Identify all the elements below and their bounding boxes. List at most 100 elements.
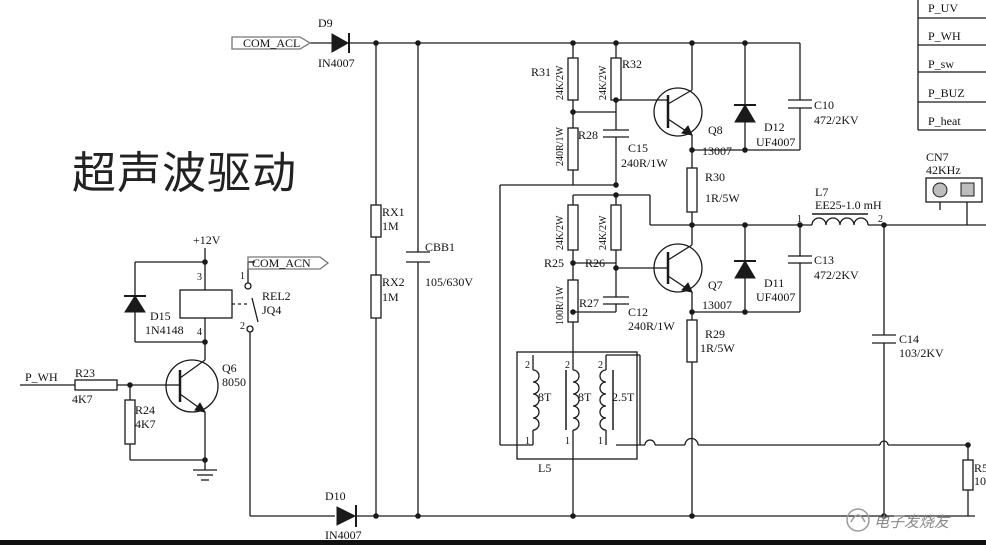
net-com-acn: COM_ACN [247,256,330,270]
svg-text:8050: 8050 [222,375,246,389]
svg-text:CN7: CN7 [926,150,949,164]
transistor-q7: Q7 13007 [652,243,732,312]
page-title: 超声波驱动 [72,148,297,199]
svg-text:13007: 13007 [702,298,732,312]
bottom-border [0,540,986,545]
resistor-rx1: RX1 1M [370,204,405,238]
resistor-r30: R30 1R/5W [686,167,740,213]
svg-text:R30: R30 [705,170,725,184]
svg-text:C12: C12 [628,305,648,319]
svg-text:D15: D15 [150,309,171,323]
resistor-r29: R29 1R/5W [686,319,735,363]
svg-text:2: 2 [565,360,570,371]
svg-text:R24: R24 [135,403,155,417]
svg-text:1N4148: 1N4148 [145,323,184,337]
svg-text:R31: R31 [531,65,551,79]
resistor-r25: R25 24K/2W [544,204,579,270]
capacitor-cbb1: CBB1 105/630V [406,240,473,289]
svg-text:RX2: RX2 [382,275,405,289]
svg-text:IN4007: IN4007 [325,528,362,542]
svg-text:1: 1 [525,436,530,447]
capacitor-c15: C15 240R/1W [621,141,668,170]
transformer-l5: 8T 8T 2.5T 2 2 2 1 1 1 L5 [516,351,640,475]
svg-text:Q6: Q6 [222,361,237,375]
diode-d12: D12 UF4007 [734,104,795,149]
relay-rel2: 3 4 1 2 REL2 JQ4 [179,271,291,338]
svg-text:8T: 8T [578,390,592,404]
svg-text:240R/1W: 240R/1W [628,319,675,333]
svg-text:472/2KV: 472/2KV [814,113,859,127]
svg-text:1: 1 [240,271,245,282]
net-p-wh: P_WH [928,29,961,43]
svg-text:105/630V: 105/630V [425,275,473,289]
svg-text:UF4007: UF4007 [756,290,795,304]
svg-text:COM_ACN: COM_ACN [252,256,311,270]
ground-symbol [193,469,217,481]
resistor-r32: R32 24K/2W [598,57,642,101]
svg-text:C14: C14 [899,332,919,346]
svg-text:1: 1 [797,214,802,225]
svg-text:472/2KV: 472/2KV [814,268,859,282]
transistor-q6: Q6 8050 [165,359,246,413]
diode-d15: D15 1N4148 [124,295,184,337]
net-com-acl: COM_ACL [231,36,312,50]
resistor-r28: R28 240R/1W [555,127,598,171]
diode-d10: D10 IN4007 [325,489,362,542]
net-vcc: +12V [193,233,221,247]
svg-text:R32: R32 [622,57,642,71]
svg-text:R29: R29 [705,327,725,341]
diode-d11: D11 UF4007 [734,260,795,304]
svg-text:RX1: RX1 [382,205,405,219]
capacitor-c10: C10 472/2KV [788,98,859,127]
svg-text:L7: L7 [815,185,828,199]
capacitor-c13: C13 472/2KV [788,253,859,282]
svg-text:4K7: 4K7 [72,392,93,406]
svg-text:103/2KV: 103/2KV [899,346,944,360]
svg-text:1: 1 [598,436,603,447]
capacitor-c14: C14 103/2KV [872,332,944,360]
svg-text:CBB1: CBB1 [425,240,455,254]
watermark-logo: 电子发烧友 [846,508,951,532]
resistor-r26: R26 24K/2W [585,204,622,270]
net-p-heat: P_heat [928,114,961,128]
svg-text:1: 1 [565,436,570,447]
svg-text:Q8: Q8 [708,123,723,137]
capacitor-c12: C12 240R/1W [628,305,675,333]
inductor-l7: L7 EE25-1.0 mH 1 2 [797,185,883,226]
svg-text:4: 4 [197,327,202,338]
svg-text:电子发烧友: 电子发烧友 [874,513,951,531]
svg-text:3: 3 [197,272,202,283]
svg-text:JQ4: JQ4 [262,303,281,317]
svg-text:4K7: 4K7 [135,417,156,431]
svg-text:240R/1W: 240R/1W [621,156,668,170]
svg-text:1R/5W: 1R/5W [705,191,740,205]
svg-text:24K/2W: 24K/2W [555,215,566,250]
svg-text:24K/2W: 24K/2W [555,65,566,100]
svg-text:2: 2 [240,321,245,332]
svg-text:C13: C13 [814,253,834,267]
svg-text:1M: 1M [382,219,399,233]
svg-text:240R/1W: 240R/1W [555,127,566,166]
svg-text:D10: D10 [325,489,346,503]
resistor-r31: R31 24K/2W [531,57,579,101]
svg-text:2: 2 [525,360,530,371]
svg-text:24K/2W: 24K/2W [598,65,609,100]
svg-text:L5: L5 [538,461,551,475]
svg-text:10: 10 [974,474,986,488]
resistor-r24: R24 4K7 [124,399,156,445]
svg-text:C15: C15 [628,141,648,155]
svg-text:R28: R28 [578,128,598,142]
svg-text:1R/5W: 1R/5W [700,341,735,355]
svg-text:100R/1W: 100R/1W [555,286,566,325]
svg-text:D11: D11 [764,276,784,290]
svg-text:R25: R25 [544,256,564,270]
resistor-rx2: RX2 1M [370,274,405,319]
svg-text:IN4007: IN4007 [318,56,355,70]
net-p-wh-input: P_WH [25,370,58,384]
svg-text:R26: R26 [585,256,605,270]
resistor-r27: R27 100R/1W [555,279,599,325]
svg-text:R23: R23 [75,366,95,380]
svg-text:R5: R5 [974,461,986,475]
